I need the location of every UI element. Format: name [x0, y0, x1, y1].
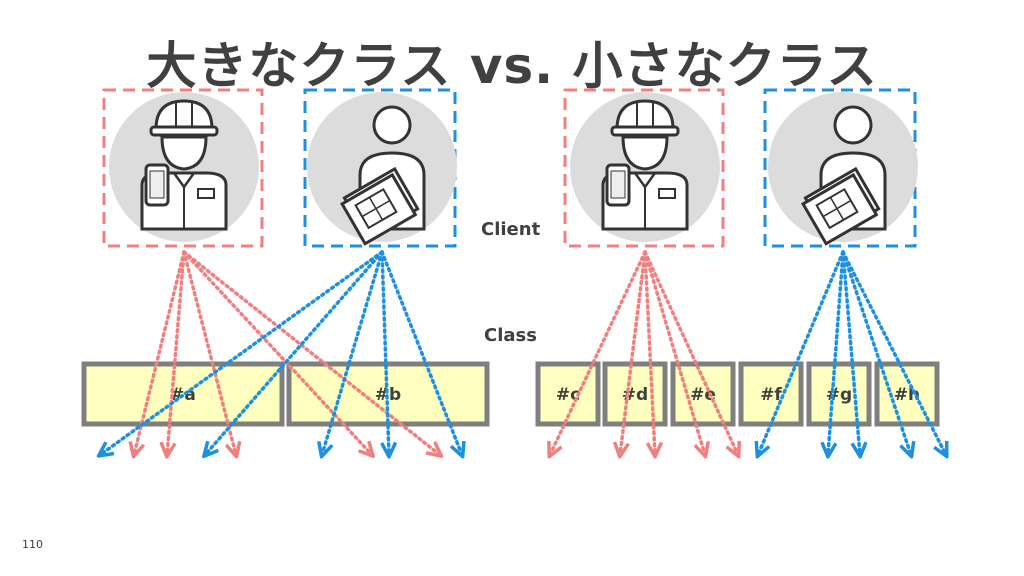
dependency-arrow — [205, 250, 384, 455]
dependency-arrow — [758, 250, 845, 455]
dependency-arrow — [643, 250, 655, 455]
dependency-arrow — [643, 250, 705, 455]
dependency-arrow — [620, 250, 647, 455]
dependency-arrow — [100, 250, 384, 455]
class-box: #e — [670, 361, 736, 427]
class-box: #a — [81, 361, 285, 427]
dependency-arrow — [182, 250, 440, 455]
dependency-arrow — [380, 250, 462, 455]
class-label-g: #g — [826, 385, 852, 405]
dependency-arrow — [550, 250, 647, 455]
class-label-f: #f — [760, 385, 782, 405]
page-number: 110 — [22, 538, 43, 551]
person-with-blueprint-icon — [766, 90, 920, 246]
class-box: #h — [874, 361, 940, 427]
dependency-arrow — [841, 250, 911, 455]
worker-with-phone-icon — [568, 90, 722, 244]
person-with-blueprint-icon — [305, 90, 459, 246]
dependency-arrow — [167, 250, 186, 455]
dependency-arrow — [841, 250, 946, 455]
class-label: Class — [484, 325, 537, 346]
client-frame-red — [102, 88, 264, 248]
dependency-arrow — [182, 250, 372, 455]
worker-with-phone-icon — [107, 90, 261, 244]
dependency-arrow — [643, 250, 738, 455]
dependency-arrow — [182, 250, 236, 455]
dependency-arrow — [322, 250, 384, 455]
class-box: #g — [806, 361, 872, 427]
dependency-arrow — [134, 250, 186, 455]
page-title: 大きなクラス vs. 小さなクラス — [146, 37, 878, 95]
dependency-arrow — [828, 250, 845, 455]
client-frame-red — [563, 88, 725, 248]
dependency-arrow — [841, 250, 860, 455]
dependency-arrow — [382, 250, 389, 455]
client-label: Client — [481, 219, 541, 240]
class-box: #d — [602, 361, 668, 427]
